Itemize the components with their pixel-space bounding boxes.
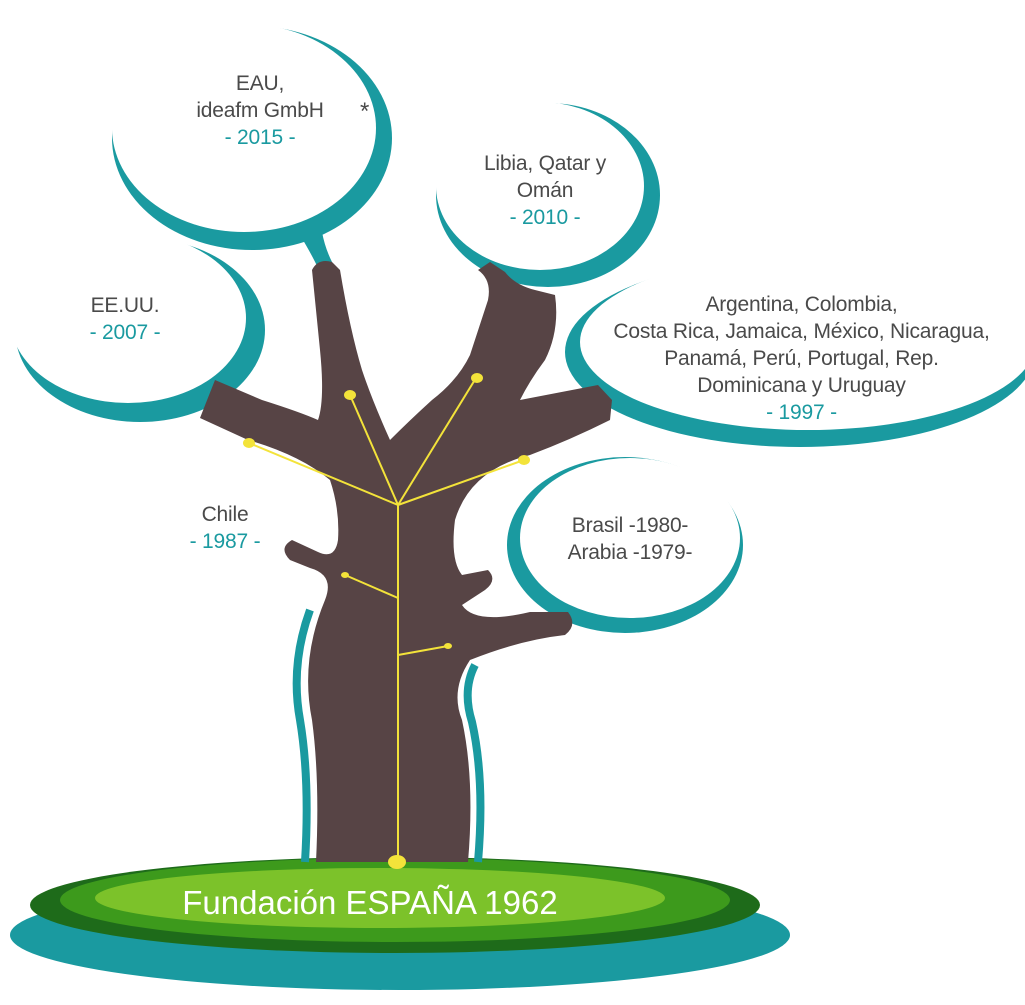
dot-2015 — [344, 390, 356, 400]
node-brasil: Brasil -1980- Arabia -1979- — [555, 512, 705, 566]
node-eeuu: EE.UU. - 2007 - — [60, 292, 190, 346]
node-argentina-line3: Panamá, Perú, Portugal, Rep. — [664, 347, 939, 370]
node-eeuu-year: - 2007 - — [89, 321, 161, 344]
node-eau: EAU, ideafm GmbH - 2015 - — [150, 70, 370, 151]
node-libia-line1: Libia, Qatar y — [483, 152, 607, 175]
connection-dots — [243, 373, 530, 869]
dot-2007 — [243, 438, 255, 448]
node-libia-year: - 2010 - — [509, 206, 581, 229]
bubble-eeuu — [10, 233, 265, 422]
node-eeuu-line1: EE.UU. — [90, 294, 160, 317]
node-argentina: Argentina, Colombia, Costa Rica, Jamaica… — [578, 291, 1025, 426]
node-chile-line1: Chile — [201, 503, 249, 526]
node-chile: Chile - 1987 - — [170, 501, 280, 555]
node-chile-year: - 1987 - — [189, 530, 261, 553]
node-argentina-year: - 1997 - — [766, 401, 837, 424]
dot-1997 — [518, 455, 530, 465]
node-argentina-line4: Dominicana y Uruguay — [697, 374, 906, 397]
asterisk-mark: * — [360, 98, 370, 125]
node-brasil-line2: Arabia -1979- — [567, 541, 693, 564]
dot-1980 — [444, 643, 452, 649]
base-title: Fundación ESPAÑA 1962 — [182, 884, 558, 921]
node-argentina-line2: Costa Rica, Jamaica, México, Nicaragua, — [613, 320, 990, 343]
node-libia: Libia, Qatar y Omán - 2010 - — [470, 150, 620, 231]
bubble-brasil — [507, 457, 743, 633]
node-libia-line2: Omán — [516, 179, 574, 202]
node-eau-line1: EAU, — [235, 72, 285, 95]
node-argentina-line1: Argentina, Colombia, — [705, 293, 898, 316]
dot-2010 — [471, 373, 483, 383]
node-eau-year: - 2015 - — [224, 126, 296, 149]
dot-root — [388, 855, 406, 869]
connection-lines — [248, 377, 525, 862]
bubble-argentina — [565, 254, 1025, 447]
node-brasil-line1: Brasil -1980- — [571, 514, 689, 537]
dot-1987 — [341, 572, 349, 578]
tree-trunk — [200, 261, 612, 863]
node-eau-line2: ideafm GmbH — [196, 99, 324, 122]
ground — [10, 857, 790, 990]
bubble-eau — [112, 24, 392, 268]
bubble-libia — [436, 102, 660, 287]
